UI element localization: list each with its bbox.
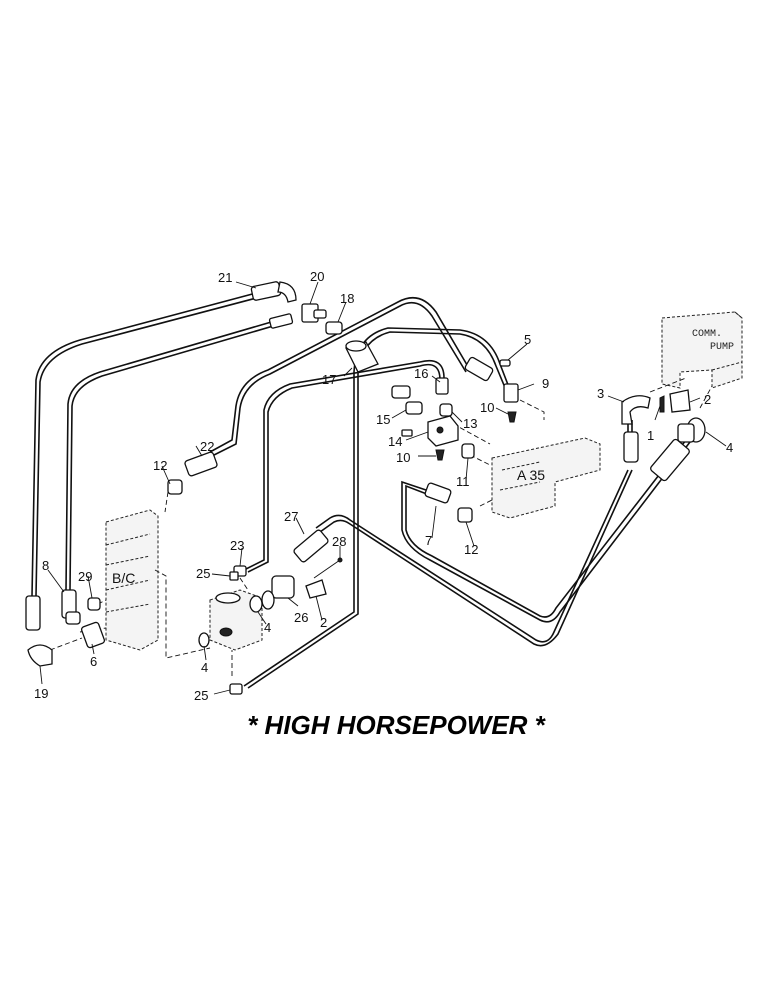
callout-9: 9 <box>542 376 549 391</box>
fitting-12a <box>167 479 183 495</box>
callout-23: 23 <box>230 538 244 553</box>
callout-18: 18 <box>340 291 354 306</box>
fitting-22 <box>184 451 218 477</box>
callout-10b: 10 <box>396 450 410 465</box>
hose-end-8 <box>25 595 41 631</box>
fitting-26 <box>271 575 295 599</box>
oring-4b <box>249 595 263 613</box>
callout-2b: 2 <box>320 615 327 630</box>
callout-4b: 4 <box>264 620 271 635</box>
elbow-21 <box>277 281 297 303</box>
callout-27: 27 <box>284 509 298 524</box>
callout-2a: 2 <box>704 392 711 407</box>
comm-pump-block: COMM. PUMP <box>661 311 743 389</box>
fitting-6 <box>80 621 106 649</box>
callout-22: 22 <box>200 439 214 454</box>
elbow-3 <box>621 395 651 425</box>
callout-19: 19 <box>34 686 48 701</box>
control-valve-a-block: A 35 <box>491 437 601 519</box>
fitting-9 <box>503 383 519 403</box>
fitting-27 <box>293 529 329 563</box>
comm-pump-label-1: COMM. <box>692 329 722 340</box>
callout-6: 6 <box>90 654 97 669</box>
callout-15: 15 <box>376 412 390 427</box>
control-valve-bc-block: B/C <box>105 509 159 651</box>
valve-bc-label: B/C <box>112 570 135 586</box>
hose-end-3 <box>623 431 639 463</box>
fitting-29 <box>87 597 101 611</box>
callout-29: 29 <box>78 569 92 584</box>
callout-12b: 12 <box>464 542 478 557</box>
callout-17: 17 <box>322 372 336 387</box>
callout-7: 7 <box>425 533 432 548</box>
fitting-7 <box>424 482 452 504</box>
callout-25b: 25 <box>194 688 208 703</box>
fittings <box>25 281 706 695</box>
callout-16: 16 <box>414 366 428 381</box>
fitting-15-top <box>391 385 411 399</box>
callout-21: 21 <box>218 270 232 285</box>
callout-3: 3 <box>597 386 604 401</box>
leader-lines <box>39 281 727 695</box>
elbow-19 <box>27 644 53 667</box>
fitting-10a <box>507 411 517 423</box>
callout-13: 13 <box>463 416 477 431</box>
hose-end-4 <box>650 438 690 482</box>
callout-11: 11 <box>456 474 470 489</box>
callout-12a: 12 <box>153 458 167 473</box>
callout-8: 8 <box>42 558 49 573</box>
bolt-1 <box>659 395 665 413</box>
callout-4c: 4 <box>201 660 208 675</box>
callout-14: 14 <box>388 434 402 449</box>
fitting-15 <box>405 401 423 415</box>
callout-1: 1 <box>647 428 654 443</box>
callout-20: 20 <box>310 269 324 284</box>
callout-4a: 4 <box>726 440 733 455</box>
fitting-12b <box>457 507 473 523</box>
callout-28: 28 <box>332 534 346 549</box>
fitting-10b <box>435 449 445 461</box>
fitting-21 <box>250 281 282 301</box>
callout-25a: 25 <box>196 566 210 581</box>
fitting-11 <box>461 443 475 459</box>
oring-4c <box>198 632 210 648</box>
fitting-13 <box>439 403 453 417</box>
callout-5: 5 <box>524 332 531 347</box>
fitting-25b <box>229 683 243 695</box>
callout-10a: 10 <box>480 400 494 415</box>
clamp-2a <box>669 389 691 413</box>
callout-labels: 21 20 18 5 17 16 9 3 2 10 15 13 1 4 14 2… <box>34 269 733 703</box>
fitting-5 <box>499 359 511 367</box>
manifold-block <box>209 589 263 651</box>
diagram-title: * HIGH HORSEPOWER * <box>247 710 546 740</box>
fitting-18 <box>325 321 343 335</box>
comm-pump-label-2: PUMP <box>710 342 734 353</box>
fitting-16 <box>435 377 449 395</box>
clamp-2b <box>305 579 327 599</box>
valve-a-label: A 35 <box>517 467 545 483</box>
callout-26: 26 <box>294 610 308 625</box>
